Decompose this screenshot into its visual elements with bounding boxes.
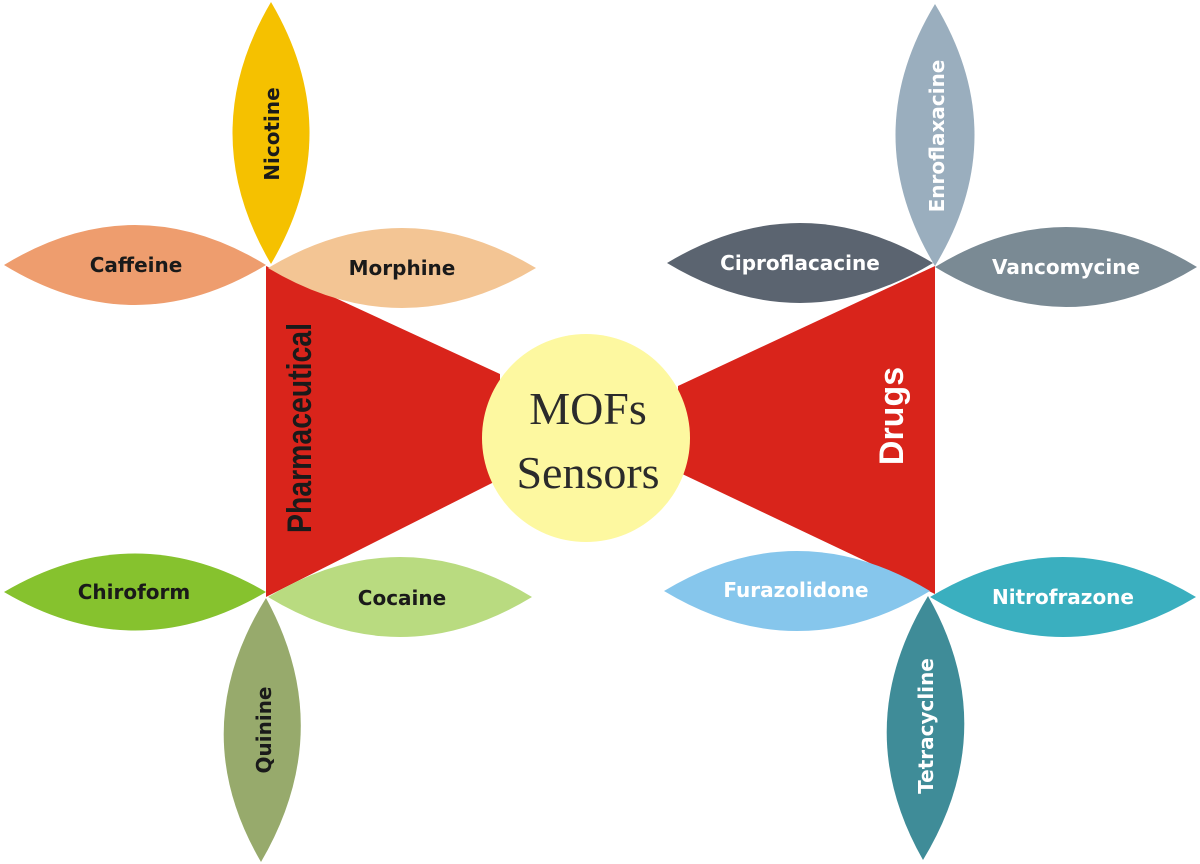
petal-enroflaxacine	[895, 4, 975, 266]
left-wing	[266, 266, 500, 597]
petal-cocaine	[268, 557, 532, 637]
center-title-line1: MOFs	[529, 383, 647, 434]
label-morphine: Morphine	[349, 256, 456, 280]
label-tetracycline: Tetracycline	[914, 658, 938, 794]
petal-chiroform	[4, 553, 266, 631]
label-enroflaxacine: Enroflaxacine	[925, 60, 949, 213]
label-ciproflacacine: Ciproflacacine	[720, 251, 880, 275]
label-nitrofrazone: Nitrofrazone	[992, 585, 1134, 609]
petal-furazolidone	[664, 551, 930, 631]
petal-quinine	[223, 598, 301, 862]
label-nicotine: Nicotine	[260, 87, 284, 180]
label-caffeine: Caffeine	[90, 253, 183, 277]
center-circle	[482, 334, 690, 542]
petal-nitrofrazone	[930, 557, 1196, 637]
petal-morphine	[268, 228, 536, 308]
petal-tetracycline	[886, 596, 965, 860]
label-vancomycine: Vancomycine	[992, 255, 1140, 279]
label-furazolidone: Furazolidone	[723, 578, 868, 602]
label-quinine: Quinine	[252, 687, 276, 774]
petal-nicotine	[232, 2, 310, 264]
petal-vancomycine	[935, 227, 1197, 307]
wing-label-drugs: Drugs	[873, 367, 911, 465]
right-wing	[678, 266, 935, 594]
label-cocaine: Cocaine	[358, 586, 446, 610]
petal-ciproflacacine	[667, 223, 933, 303]
petal-caffeine	[4, 225, 266, 305]
wing-label-pharmaceutical: Pharmaceutical	[281, 323, 319, 533]
center-title-line2: Sensors	[516, 447, 659, 498]
label-chiroform: Chiroform	[78, 580, 191, 604]
